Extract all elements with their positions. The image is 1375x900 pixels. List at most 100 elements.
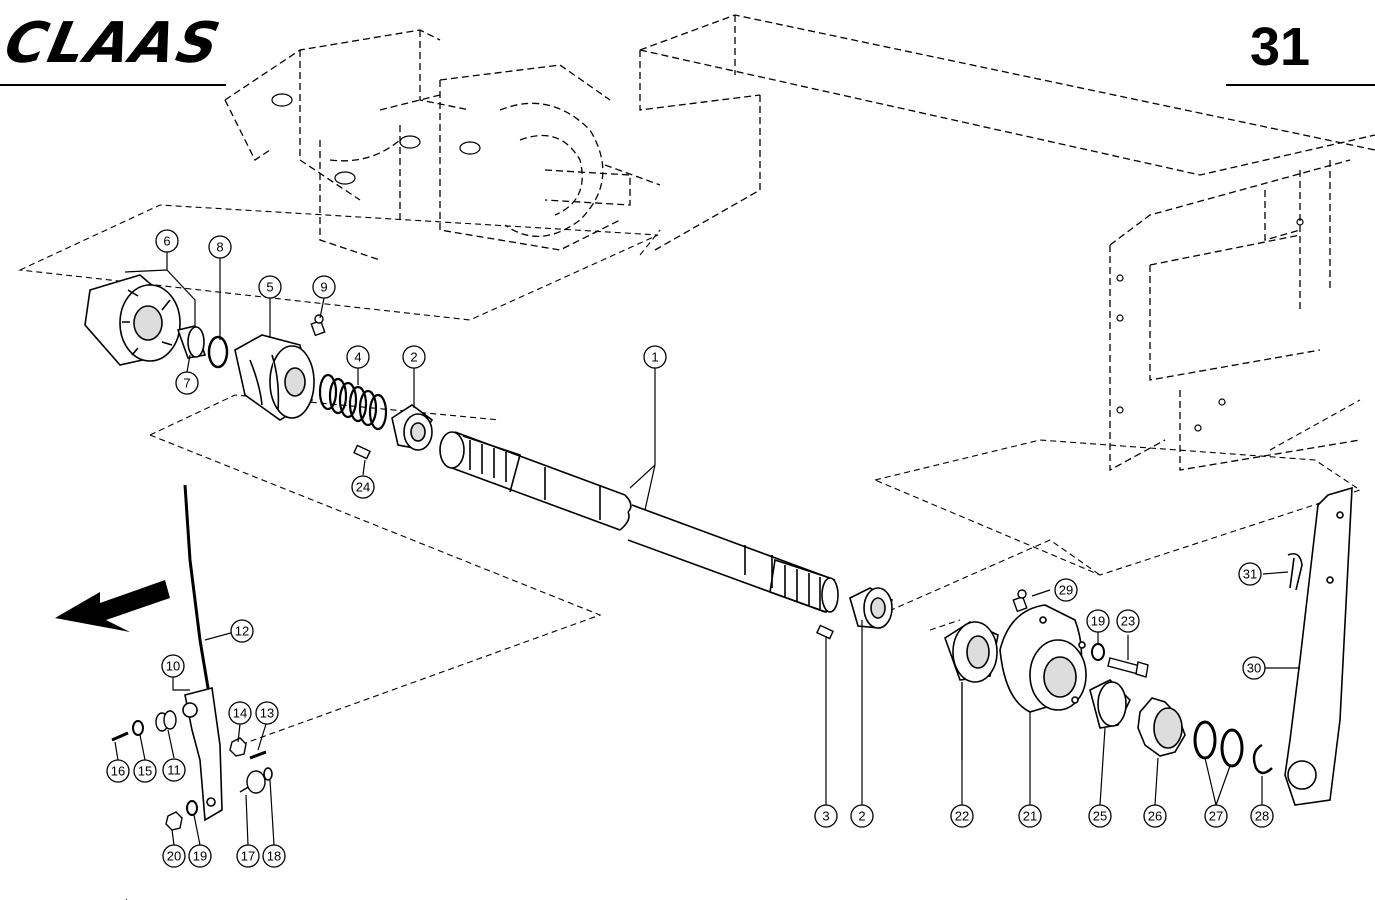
callout-label: 14 xyxy=(233,706,247,721)
part-31-cotter-pin xyxy=(1287,552,1303,591)
callout-c13: 13 xyxy=(255,701,279,725)
callout-label: 15 xyxy=(138,764,152,779)
callout-label: 20 xyxy=(167,849,181,864)
callout-circle xyxy=(1242,656,1266,680)
callout-c9: 9 xyxy=(312,275,336,299)
callout-circle xyxy=(1086,609,1110,633)
callout-label: 18 xyxy=(267,849,281,864)
callout-label: 31 xyxy=(1243,567,1257,582)
callout-circle xyxy=(814,804,838,828)
callout-c1: 1 xyxy=(643,345,667,369)
callout-circle xyxy=(262,844,286,868)
part-29-grease-nipple xyxy=(1012,589,1028,613)
main-drive-shaft xyxy=(439,431,839,614)
callout-circle xyxy=(162,844,186,868)
callout-label: 17 xyxy=(241,849,255,864)
callout-c2a: 2 xyxy=(402,345,426,369)
callout-label: 7 xyxy=(183,376,190,391)
callout-label: 6 xyxy=(163,234,170,249)
callout-c17: 17 xyxy=(236,844,260,868)
callout-c6: 6 xyxy=(155,229,179,253)
callout-circle xyxy=(188,844,212,868)
callout-circle xyxy=(312,275,336,299)
part-6-clutch-hub xyxy=(84,274,181,366)
part-10-bracket xyxy=(182,687,223,822)
part-27-ring-b xyxy=(1220,728,1244,768)
callout-c12: 12 xyxy=(230,619,254,643)
callout-circle xyxy=(162,758,186,782)
callout-circle xyxy=(106,759,130,783)
callout-c5: 5 xyxy=(258,275,282,299)
part-15-washer xyxy=(132,720,144,736)
part-18-clip xyxy=(263,767,273,781)
part-30-lever xyxy=(1284,486,1353,806)
part-14-nut xyxy=(229,737,247,757)
callout-label: 29 xyxy=(1059,583,1073,598)
callout-c15: 15 xyxy=(133,759,157,783)
callout-circle xyxy=(1018,804,1042,828)
callout-c25: 25 xyxy=(1088,804,1112,828)
callout-label: 16 xyxy=(111,764,125,779)
callout-label: 4 xyxy=(354,350,361,365)
callout-c14: 14 xyxy=(228,701,252,725)
part-28-circlip xyxy=(1252,743,1273,775)
callout-label: 12 xyxy=(235,624,249,639)
page-number: 31 xyxy=(1250,17,1311,77)
callout-label: 2 xyxy=(410,350,417,365)
callout-circle xyxy=(258,275,282,299)
callout-c18: 18 xyxy=(262,844,286,868)
frame-bolts xyxy=(271,93,1304,432)
callout-c2b: 2 xyxy=(850,804,874,828)
part-13-screw xyxy=(249,750,267,760)
part-12-control-rod xyxy=(183,484,212,701)
part-17-ball-joint xyxy=(239,770,266,794)
callout-c22: 22 xyxy=(950,804,974,828)
machine-frame-outline xyxy=(224,14,1375,472)
footer-mark: , xyxy=(125,892,128,900)
callout-c23: 23 xyxy=(1116,609,1140,633)
part-21-flange-housing xyxy=(999,604,1087,713)
part-5-clutch-housing xyxy=(234,334,315,421)
part-26-sprocket xyxy=(1137,697,1186,757)
callout-circle xyxy=(133,759,157,783)
callout-c24: 24 xyxy=(351,475,375,499)
callout-c27: 27 xyxy=(1204,804,1228,828)
callout-circle xyxy=(155,229,179,253)
part-9-grease-nipple xyxy=(310,314,326,337)
part-16-pin xyxy=(111,731,129,742)
callout-circle xyxy=(1250,804,1274,828)
callout-circle xyxy=(950,804,974,828)
callout-label: 25 xyxy=(1093,809,1107,824)
callout-c7: 7 xyxy=(175,371,199,395)
part-19-washer-left xyxy=(186,800,198,816)
callout-label: 22 xyxy=(955,809,969,824)
callout-c30: 30 xyxy=(1242,656,1266,680)
callout-circle xyxy=(175,371,199,395)
direction-arrow-icon xyxy=(55,580,170,632)
part-2-collar-right xyxy=(849,587,894,629)
part-22-bearing xyxy=(944,621,999,683)
callout-label: 10 xyxy=(166,659,180,674)
callout-circle xyxy=(236,844,260,868)
part-25-bushing xyxy=(1089,679,1131,729)
leader-lines xyxy=(114,252,1300,846)
callout-c10: 10 xyxy=(161,654,185,678)
part-11-sleeve xyxy=(155,710,177,732)
part-19-washer-right xyxy=(1091,643,1105,661)
callout-circle xyxy=(850,804,874,828)
part-2-collar-left xyxy=(391,404,434,451)
callout-circle xyxy=(255,701,279,725)
callout-c11: 11 xyxy=(162,758,186,782)
callout-c19b: 19 xyxy=(188,844,212,868)
callout-circle xyxy=(351,475,375,499)
callout-label: 3 xyxy=(822,809,829,824)
callout-label: 8 xyxy=(216,240,223,255)
callout-c21: 21 xyxy=(1018,804,1042,828)
callout-circle xyxy=(1238,562,1262,586)
callout-c16: 16 xyxy=(106,759,130,783)
callout-c19a: 19 xyxy=(1086,609,1110,633)
callout-c26: 26 xyxy=(1143,804,1167,828)
